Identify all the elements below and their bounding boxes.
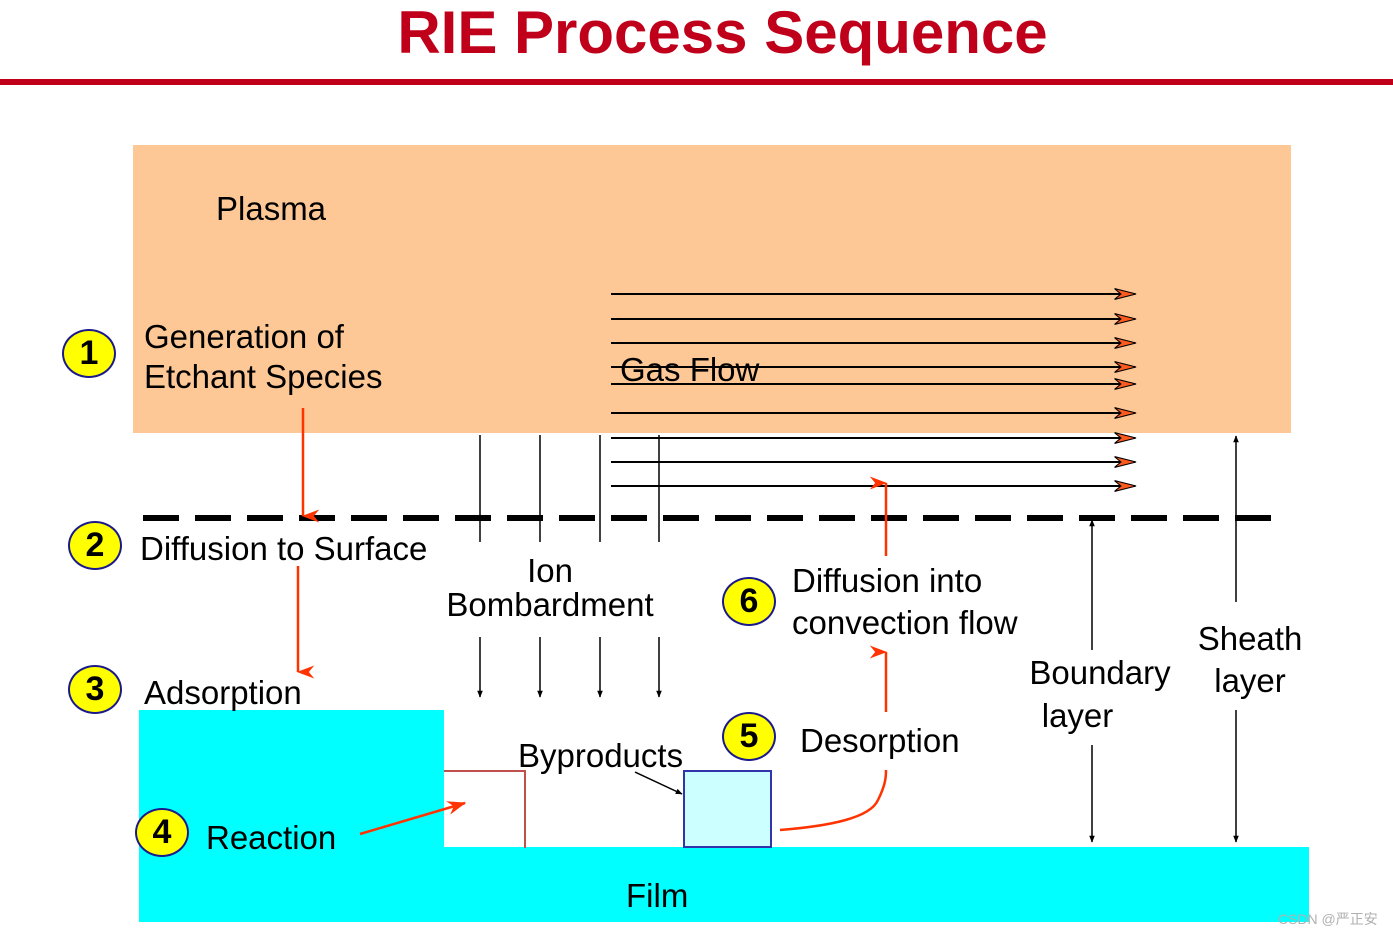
step-1-label-line2: Etchant Species [144,358,383,395]
ion-bombardment-lines [477,435,662,698]
step-2-label: Diffusion to Surface [140,530,428,567]
step-6-label-line1: Diffusion into [792,562,983,599]
arrow-reaction [359,801,467,836]
process-arrows [296,408,888,836]
ion-label-line1: Ion [527,552,573,589]
title-underline [0,79,1393,85]
gas-flow-label: Gas Flow [620,351,760,388]
watermark: CSDN @严正安 [1278,911,1378,927]
arrow-desorption-curve [779,769,888,832]
step-4-label: Reaction [206,819,337,856]
film-label: Film [626,877,689,914]
etched-pit [444,770,526,848]
step-badge-1: 1 [62,329,116,378]
step-badge-6: 6 [722,577,776,626]
step-badge-5: 5 [722,712,776,761]
gas-flow-arrows [611,294,1135,486]
sheath-label-line1: Sheath [1197,620,1303,657]
step-badge-2: 2 [68,521,122,570]
sheath-label-line2: layer [1214,662,1286,699]
plasma-label: Plasma [216,190,327,227]
byproduct-block [683,770,772,848]
page-title: RIE Process Sequence [397,0,1048,66]
film-base [139,847,1309,922]
boundary-layer-arrows [1089,435,1239,843]
step-6-label-line2: convection flow [792,604,1018,641]
step-5-label: Desorption [800,722,960,759]
step-3-label: Adsorption [144,674,302,711]
byproducts-pointer [634,771,683,795]
byproducts-label: Byproducts [518,737,684,774]
boundary-label-line2: layer [1041,697,1114,734]
ion-label-line2: Bombardment [446,586,654,623]
film-step [139,710,444,850]
step-1-label-line1: Generation of [144,318,344,355]
boundary-label-line1: Boundary [1029,654,1171,691]
step-badge-4: 4 [135,808,189,857]
step-badge-3: 3 [68,665,122,714]
